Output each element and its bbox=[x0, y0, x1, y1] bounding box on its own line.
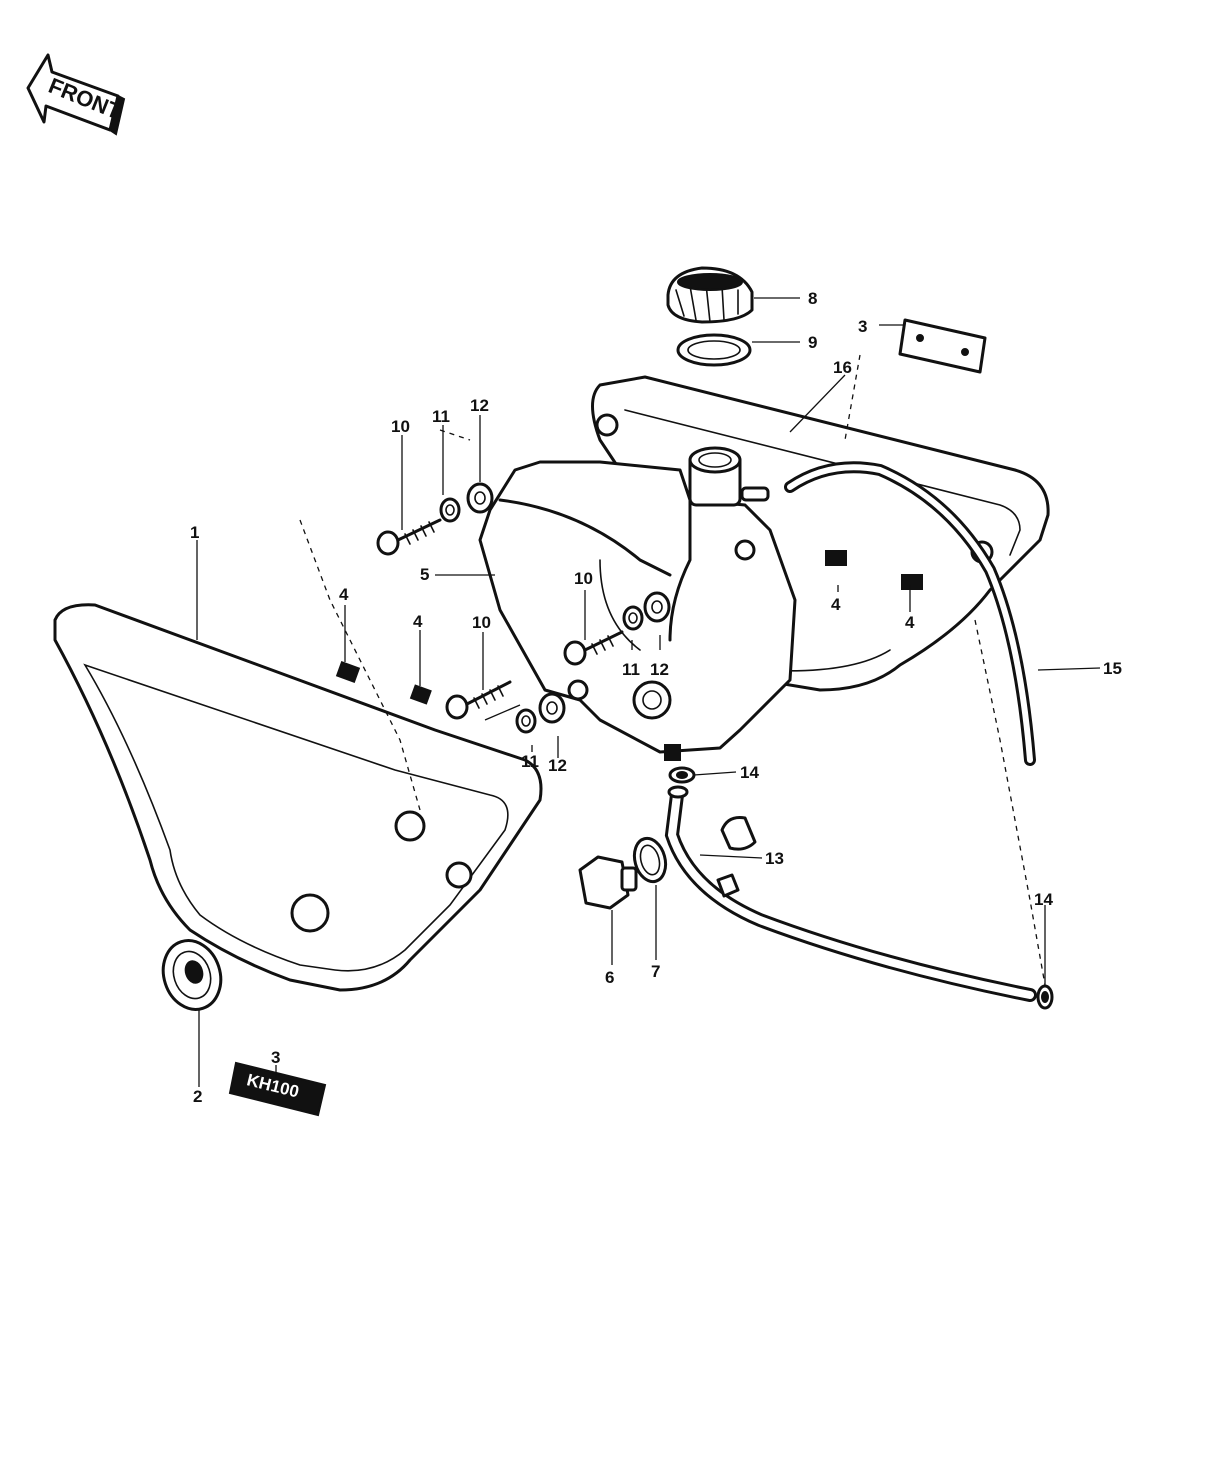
callout-4-a: 4 bbox=[339, 585, 349, 604]
callout-numbers: 1 2 3 3 4 4 4 4 5 6 7 8 9 10 10 10 11 11… bbox=[190, 289, 1122, 1106]
clip-a bbox=[335, 661, 361, 683]
callout-14-upper: 14 bbox=[740, 763, 759, 782]
callout-12-b: 12 bbox=[650, 660, 669, 679]
callout-12-a: 12 bbox=[470, 396, 489, 415]
left-side-cover bbox=[53, 603, 543, 992]
callout-5: 5 bbox=[420, 565, 429, 584]
callout-15: 15 bbox=[1103, 659, 1122, 678]
hose-clamp-upper bbox=[668, 766, 696, 784]
screw-upper bbox=[376, 518, 442, 556]
right-cover-clip-a bbox=[825, 550, 847, 566]
oil-hose bbox=[664, 785, 1037, 1002]
tank-vent-nipple bbox=[740, 486, 770, 502]
callout-1: 1 bbox=[190, 523, 199, 542]
breather-tube bbox=[784, 461, 1036, 766]
assembly-lines bbox=[299, 354, 1046, 986]
washer-lower bbox=[515, 708, 537, 734]
washer-middle bbox=[622, 605, 644, 631]
grommet bbox=[161, 939, 223, 1011]
cap-gasket bbox=[676, 333, 752, 367]
drain-plug-gasket bbox=[632, 836, 668, 884]
left-cover-grommet-hole bbox=[290, 893, 330, 933]
callout-10-a: 10 bbox=[391, 417, 410, 436]
callout-11-a: 11 bbox=[432, 407, 450, 426]
washer-upper bbox=[439, 497, 461, 523]
rubber-lower bbox=[538, 692, 566, 724]
callout-10-b: 10 bbox=[574, 569, 593, 588]
right-cover-grommet-front bbox=[595, 413, 619, 437]
callout-10-c: 10 bbox=[472, 613, 491, 632]
callout-6: 6 bbox=[605, 968, 614, 987]
drain-plug bbox=[578, 855, 638, 910]
callout-7: 7 bbox=[651, 962, 660, 981]
callout-12-c: 12 bbox=[548, 756, 567, 775]
callout-14-lower: 14 bbox=[1034, 890, 1053, 909]
rubber-middle bbox=[643, 591, 671, 623]
hose-clamp-lower bbox=[1036, 984, 1054, 1010]
front-arrow: FRONT bbox=[26, 53, 125, 136]
callout-3-emblem: 3 bbox=[271, 1048, 280, 1067]
rubber-upper bbox=[466, 482, 494, 514]
callout-11-c: 11 bbox=[521, 752, 539, 771]
filler-cap bbox=[666, 266, 754, 324]
callout-11-b: 11 bbox=[622, 660, 640, 679]
callout-13: 13 bbox=[765, 849, 784, 868]
callout-3-right: 3 bbox=[858, 317, 867, 336]
kh100-emblem: KH100 bbox=[228, 1061, 327, 1117]
right-cover-clip-b bbox=[901, 574, 923, 590]
callout-16: 16 bbox=[833, 358, 852, 377]
clip-b bbox=[409, 684, 432, 705]
callout-9: 9 bbox=[808, 333, 817, 352]
callout-8: 8 bbox=[808, 289, 817, 308]
screw-middle bbox=[563, 630, 624, 666]
right-emblem bbox=[898, 318, 987, 374]
callout-2: 2 bbox=[193, 1087, 202, 1106]
callout-4-b: 4 bbox=[413, 612, 423, 631]
screw-lower bbox=[445, 680, 512, 720]
callout-4-d: 4 bbox=[905, 613, 915, 632]
callout-4-c: 4 bbox=[831, 595, 841, 614]
hose-fitting bbox=[716, 816, 757, 898]
tank-drain-boss bbox=[632, 680, 672, 720]
leader-lines bbox=[196, 297, 1101, 1087]
